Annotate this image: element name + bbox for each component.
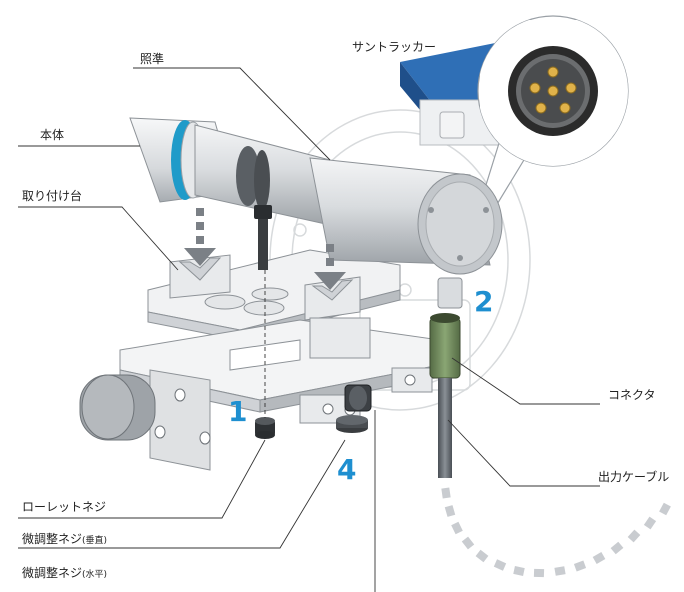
label-fine-screw-horizontal-note: (水平)	[82, 570, 108, 580]
step-number-2: 2	[474, 285, 494, 318]
label-toritsukedai: 取り付け台	[22, 189, 83, 203]
connector-zoom-bubble	[461, 15, 629, 263]
fine-screw-vertical-knob	[336, 415, 368, 433]
step-number-4: 4	[337, 453, 357, 486]
label-fine-screw-horizontal: 微調整ネジ(水平)	[22, 566, 108, 580]
label-fine-screw-vertical: 微調整ネジ(垂直)	[22, 532, 108, 546]
label-knurled-screw: ローレットネジ	[22, 500, 107, 514]
sight-body	[129, 117, 503, 309]
label-fine-screw-vertical-note: (垂直)	[82, 536, 108, 546]
step-number-1: 1	[228, 395, 248, 428]
leader-lines	[18, 67, 600, 592]
label-sun-tracker: サントラッカー	[352, 40, 437, 54]
output-cable	[429, 313, 671, 578]
label-hontai: 本体	[40, 128, 65, 142]
lower-plate	[79, 317, 441, 471]
label-output-cable: 出力ケーブル	[598, 470, 670, 484]
knurled-screw	[255, 417, 275, 439]
fine-screw-horizontal-knob	[344, 384, 372, 412]
label-connector: コネクタ	[608, 388, 656, 402]
label-shoujun: 照準	[140, 52, 165, 66]
insert-arrows	[184, 208, 346, 290]
